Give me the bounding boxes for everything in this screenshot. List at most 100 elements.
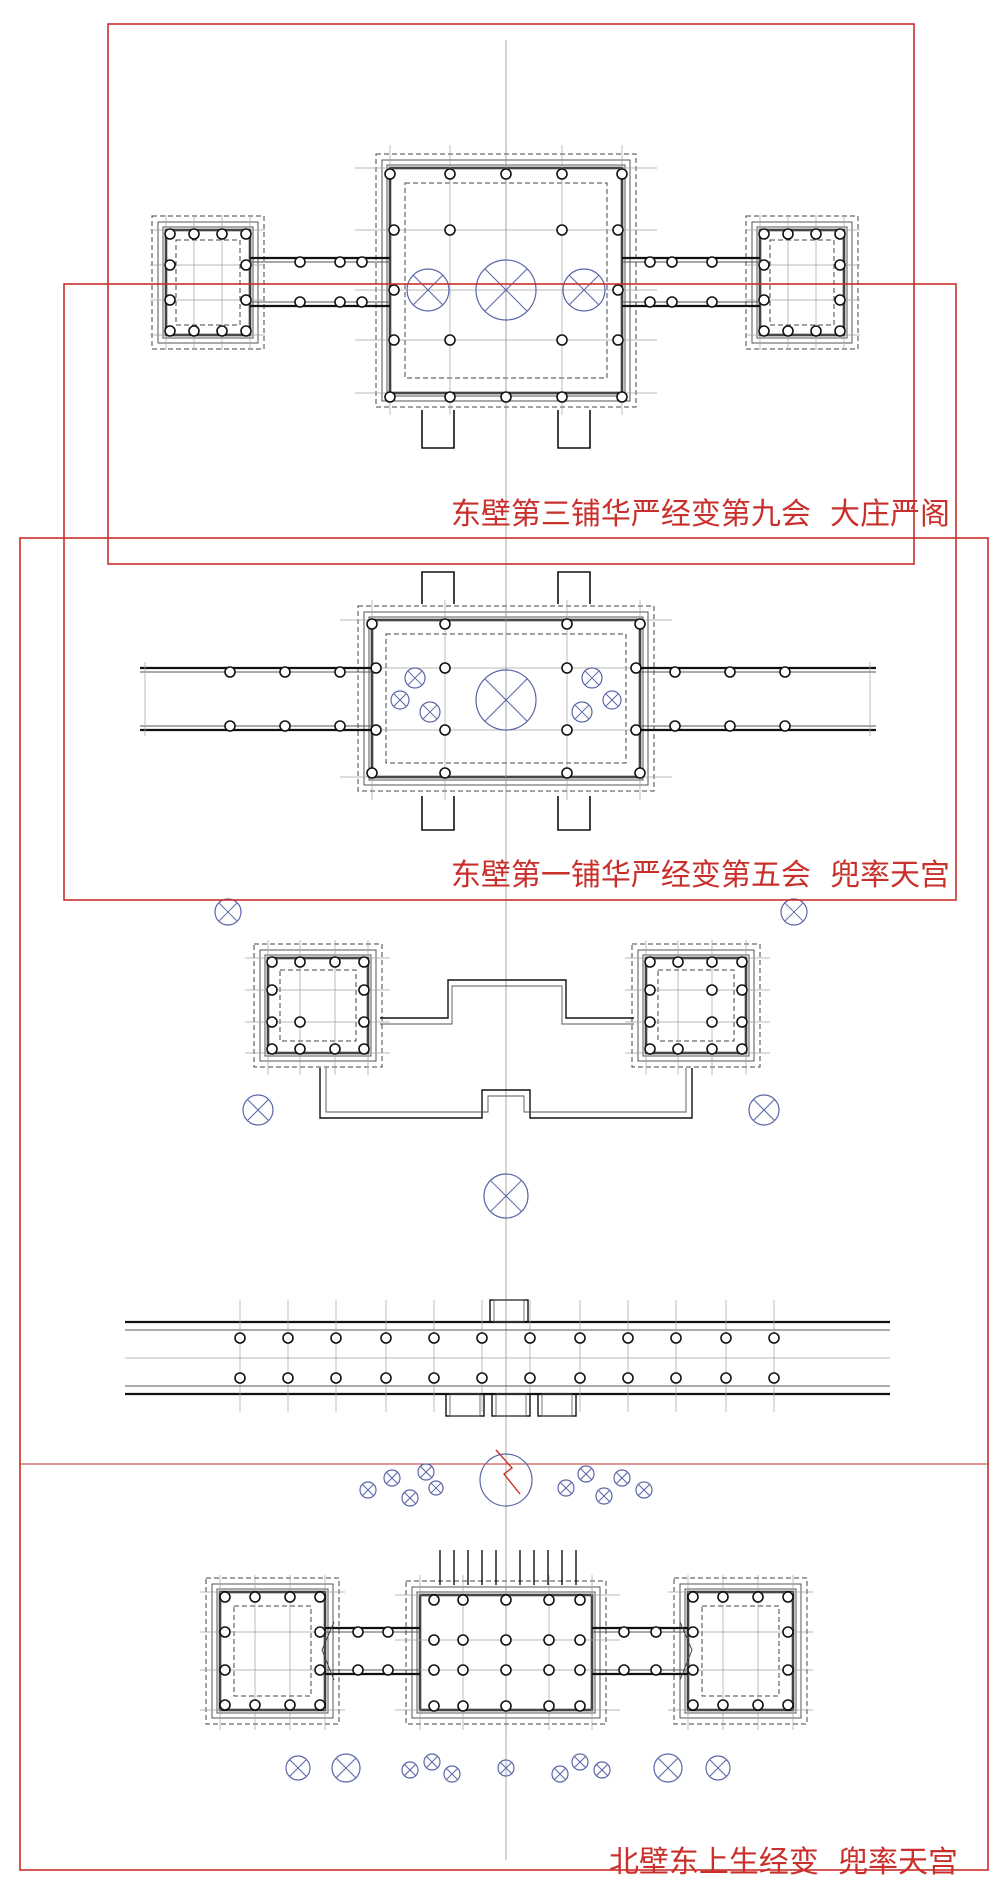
tree-circle: [390, 690, 410, 710]
column-circle-icon: [282, 1372, 294, 1384]
column-circle-icon: [630, 662, 642, 674]
column-circle-icon: [240, 325, 252, 337]
tree-cross: [573, 1755, 587, 1769]
tree-cross: [753, 1099, 775, 1121]
column-circle-icon: [266, 956, 278, 968]
column-circle-icon: [358, 1043, 370, 1055]
column-circle-icon: [266, 984, 278, 996]
pav1r-platform: [751, 221, 853, 344]
tree-circle: [497, 1759, 515, 1777]
stair: [445, 1393, 485, 1417]
hall5-dash-l: [321, 1621, 335, 1681]
column-circle-icon: [334, 666, 346, 678]
column-circle-icon: [574, 1372, 586, 1384]
column-circle-icon: [616, 168, 628, 180]
column-circle-icon: [314, 1664, 326, 1676]
caption-box2: 东壁第一铺华严经变第五会 兜率天宫: [450, 858, 950, 893]
pav3l-wall-outer: [264, 954, 372, 1057]
tree-circle: [331, 1753, 361, 1783]
tree-cross: [385, 1471, 399, 1485]
tree-circle: [748, 1094, 780, 1126]
tree-circle: [551, 1765, 569, 1783]
column-circle-icon: [644, 1016, 656, 1028]
tree-cross: [247, 1099, 269, 1121]
column-circle-icon: [768, 1372, 780, 1384]
north-circle: [479, 1453, 533, 1507]
column-circle-icon: [428, 1594, 440, 1606]
column-circle-icon: [616, 391, 628, 403]
tree-circle: [593, 1761, 611, 1779]
tree-cross-circle-icon: [401, 1489, 419, 1507]
tree-cross-circle-icon: [571, 1753, 589, 1771]
column-circle-icon: [561, 767, 573, 779]
pav3r-wall: [644, 956, 748, 1055]
column-circle-icon: [574, 1332, 586, 1344]
tree-cross: [559, 1481, 573, 1495]
column-circle-icon: [439, 618, 451, 630]
tree-cross-circle-icon: [417, 1463, 435, 1481]
column-circle-icon: [314, 1699, 326, 1711]
tree-cross: [218, 902, 238, 922]
stair: [495, 1393, 527, 1417]
column-circle-icon: [782, 1664, 794, 1676]
tree-cross-circle-icon: [242, 1094, 274, 1126]
tree-cross-circle-icon: [551, 1765, 569, 1783]
column-circle-icon: [561, 662, 573, 674]
tree-cross: [403, 1763, 417, 1777]
stair: [449, 1393, 481, 1417]
column-circle-icon: [444, 168, 456, 180]
tree-circle: [635, 1481, 653, 1499]
pav1l-wall: [164, 228, 252, 337]
tree-cross-circle-icon: [423, 1753, 441, 1771]
hall2-stair-n-left: [421, 571, 455, 604]
column-circle-icon: [444, 391, 456, 403]
tree-cross: [407, 670, 423, 686]
column-circle-icon: [782, 228, 794, 240]
column-circle-icon: [543, 1634, 555, 1646]
hall5-dash-r: [679, 1621, 693, 1681]
column-circle-icon: [164, 294, 176, 306]
tree-cross-circle-icon: [577, 1465, 595, 1483]
tree-cross-circle-icon: [571, 701, 593, 723]
column-circle-icon: [736, 984, 748, 996]
tree-circle: [285, 1755, 311, 1781]
tree-circle: [595, 1487, 613, 1505]
column-circle-icon: [672, 1043, 684, 1055]
column-circle-icon: [717, 1591, 729, 1603]
caption-box3: 北壁东上生经变 兜率天宫: [608, 1845, 958, 1880]
column-circle-icon: [279, 720, 291, 732]
tree-cross-circle-icon: [780, 898, 808, 926]
pav3l-eave: [253, 943, 383, 1068]
tree-cross-circle-icon: [285, 1755, 311, 1781]
column-circle-icon: [219, 1699, 231, 1711]
column-circle-icon: [500, 1664, 512, 1676]
column-circle-icon: [650, 1664, 662, 1676]
column-circle-icon: [380, 1332, 392, 1344]
column-circle-icon: [444, 224, 456, 236]
tree-circle: [443, 1765, 461, 1783]
column-circle-icon: [524, 1372, 536, 1384]
tree-circle: [475, 259, 537, 321]
column-circle-icon: [219, 1664, 231, 1676]
column-circle-icon: [428, 1634, 440, 1646]
column-circle-icon: [457, 1634, 469, 1646]
tree-cross: [605, 693, 619, 707]
column-circle-icon: [779, 666, 791, 678]
column-circle-icon: [556, 334, 568, 346]
tree-circle: [401, 1761, 419, 1779]
pav5r-inner: [701, 1605, 780, 1697]
tree-circle: [404, 667, 426, 689]
north-arrow-icon: [479, 1449, 533, 1507]
tree-cross: [637, 1483, 651, 1497]
column-circle-icon: [556, 168, 568, 180]
column-circle-icon: [717, 1699, 729, 1711]
tree-cross-circle-icon: [475, 259, 537, 321]
column-circle-icon: [457, 1700, 469, 1712]
column-circle-icon: [352, 1664, 364, 1676]
tree-circle: [428, 1480, 444, 1496]
column-circle-icon: [188, 325, 200, 337]
column-circle-icon: [334, 256, 346, 268]
column-circle-icon: [334, 296, 346, 308]
column-circle-icon: [724, 666, 736, 678]
